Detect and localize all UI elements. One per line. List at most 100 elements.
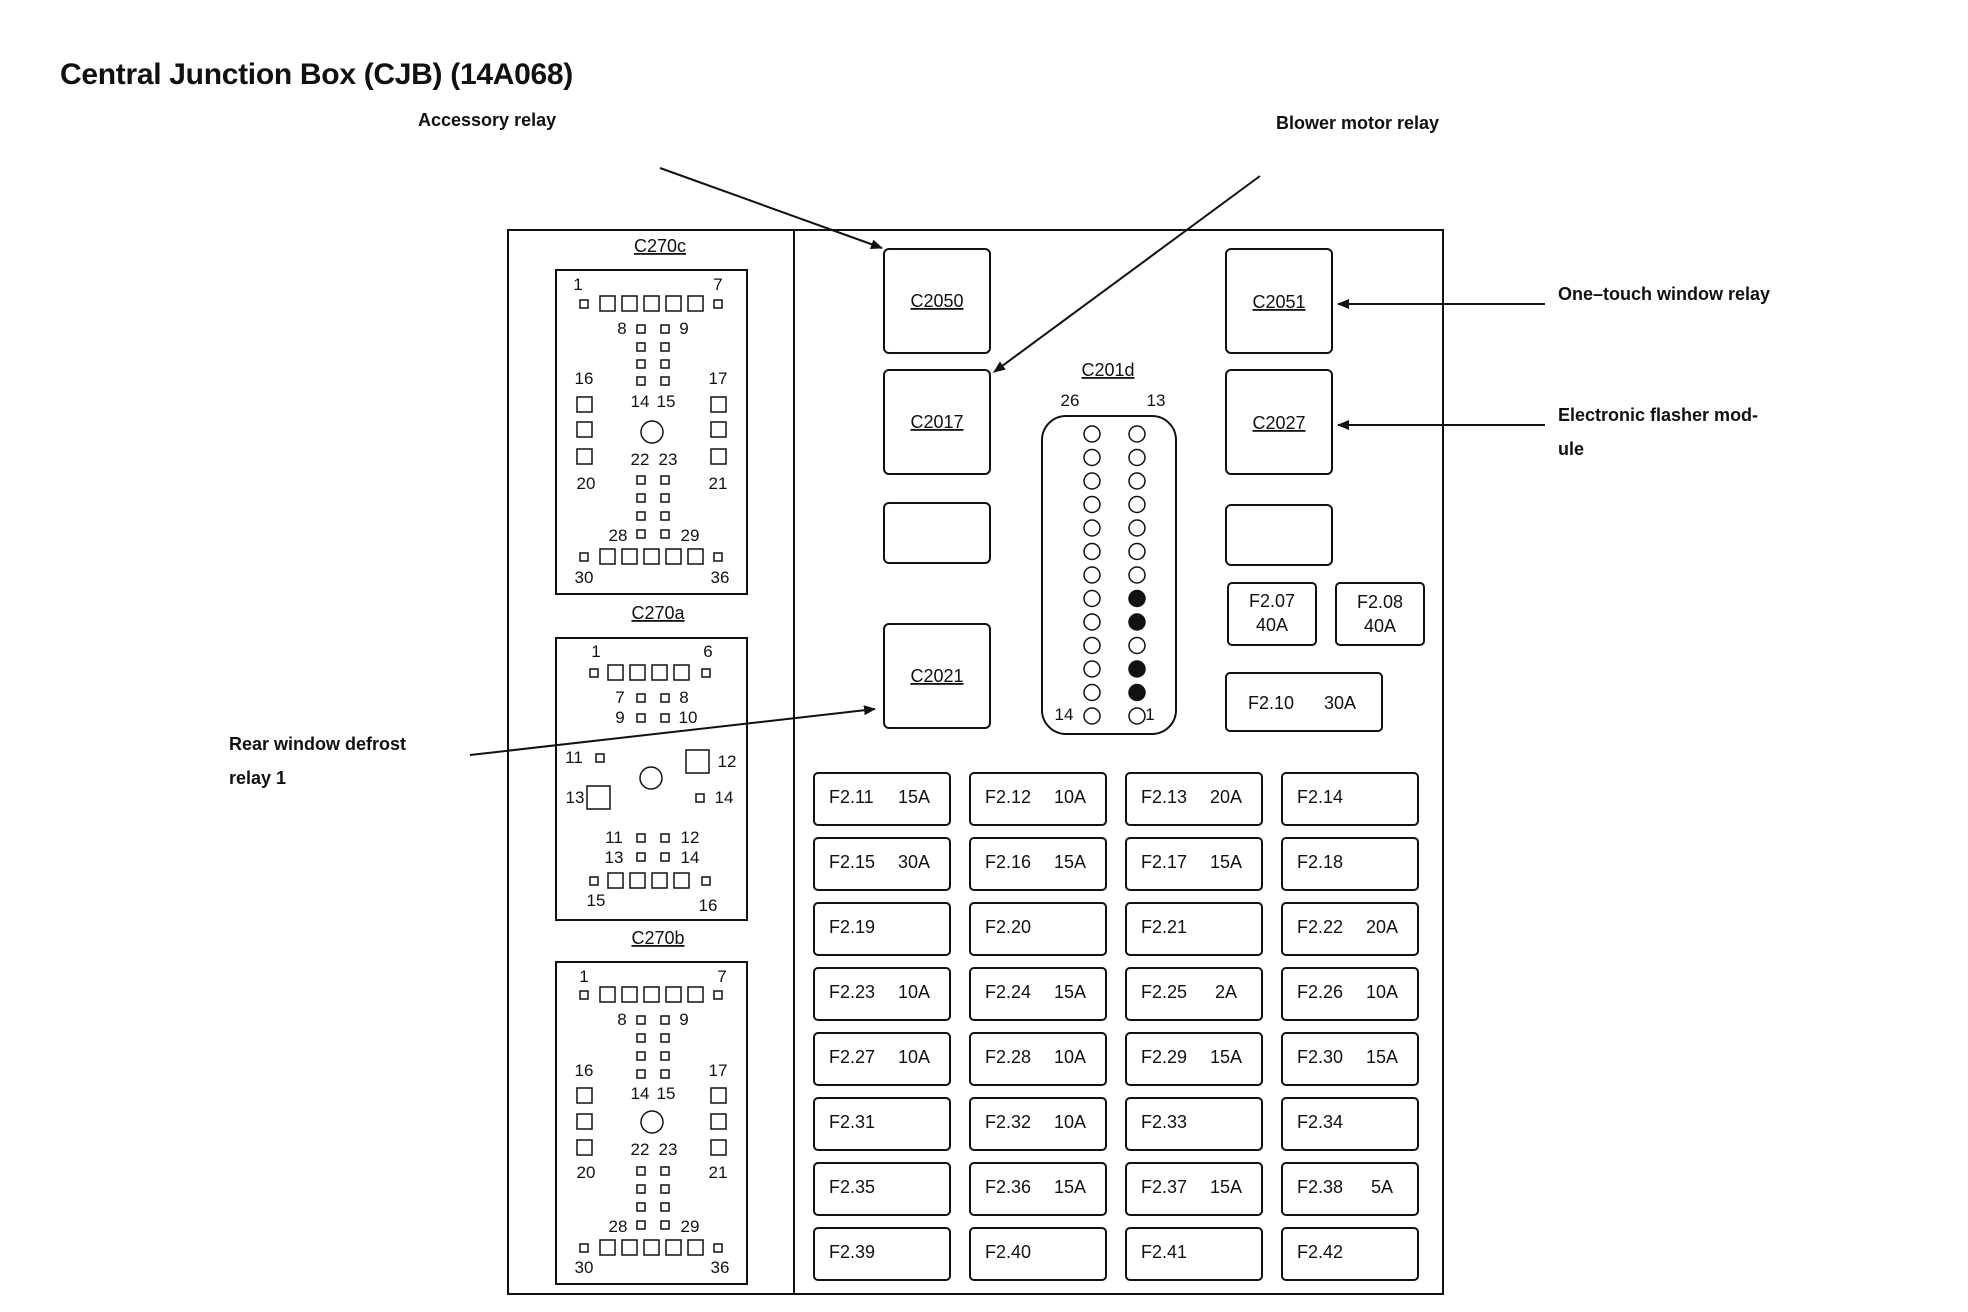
callout-accessory-relay: Accessory relay — [418, 110, 557, 130]
c201d-pin — [1083, 448, 1101, 467]
c201d-pin — [1128, 542, 1146, 561]
fuse-id: F2.21 — [1141, 917, 1187, 937]
fuse-rating: 15A — [898, 787, 930, 807]
fuse-rating: 20A — [1210, 787, 1242, 807]
svg-text:C2021: C2021 — [910, 666, 963, 686]
fuse-rating: 10A — [1366, 982, 1398, 1002]
fuse-cell: F2.33 — [1125, 1097, 1263, 1151]
c201d-pin — [1083, 613, 1101, 631]
fuse-rating: 15A — [1210, 852, 1242, 872]
svg-text:28: 28 — [609, 1217, 628, 1236]
svg-text:14: 14 — [631, 392, 650, 411]
fuse-cell: F2.15 30A — [813, 837, 951, 891]
fuse-rating: 15A — [1210, 1177, 1242, 1197]
fuse-cell: F2.35 — [813, 1162, 951, 1216]
fuse-rating: 10A — [1054, 1047, 1086, 1067]
svg-text:F2.08: F2.08 — [1357, 592, 1403, 612]
c201d-pin — [1083, 566, 1101, 584]
connector-c270b: C270b 1 7 8 9 16 17 14 15 22 23 20 21 — [555, 928, 748, 1285]
fuse-id: F2.41 — [1141, 1242, 1187, 1262]
svg-text:16: 16 — [575, 1061, 594, 1080]
callout-rear-window-defrost-relay: Rear window defrost relay 1 — [229, 727, 469, 795]
svg-text:28: 28 — [609, 526, 628, 545]
svg-text:30A: 30A — [1324, 693, 1356, 713]
fuse-id: F2.33 — [1141, 1112, 1187, 1132]
leader-lines — [469, 167, 1545, 756]
connector-label: C270c — [634, 236, 686, 256]
fuse-cell: F2.39 — [813, 1227, 951, 1281]
callout-electronic-flasher-module: Electronic flasher mod- ule — [1558, 398, 1798, 466]
c201d-pin-grid — [1083, 425, 1146, 725]
svg-text:22: 22 — [631, 450, 650, 469]
c201d-pin — [1083, 660, 1101, 678]
fuse-id: F2.20 — [985, 917, 1031, 937]
fuse-rating: 15A — [1366, 1047, 1398, 1067]
svg-text:7: 7 — [717, 967, 726, 986]
connector-c201d: C201d 26 13 14 1 — [1041, 360, 1177, 735]
fuse-id: F2.22 — [1297, 917, 1343, 937]
svg-text:30: 30 — [575, 1258, 594, 1277]
svg-text:6: 6 — [703, 642, 712, 661]
fuse-cell: F2.31 — [813, 1097, 951, 1151]
fuse-id: F2.35 — [829, 1177, 875, 1197]
fuse-id: F2.40 — [985, 1242, 1031, 1262]
fuse-rating: 30A — [898, 852, 930, 872]
fuse-cell: F2.40 — [969, 1227, 1107, 1281]
callout-line: relay 1 — [229, 768, 287, 788]
fuse-f2-08: F2.08 40A — [1335, 582, 1425, 646]
svg-text:29: 29 — [681, 1217, 700, 1236]
fuse-cell: F2.20 — [969, 902, 1107, 956]
c201d-pin — [1128, 660, 1146, 678]
c201d-pin — [1128, 707, 1146, 725]
fuse-cell: F2.41 — [1125, 1227, 1263, 1281]
fuse-id: F2.15 — [829, 852, 875, 872]
c201d-pin — [1083, 519, 1101, 537]
fuse-rating: 10A — [1054, 787, 1086, 807]
svg-text:20: 20 — [577, 1163, 596, 1182]
svg-text:15: 15 — [587, 891, 606, 910]
svg-text:36: 36 — [711, 568, 730, 587]
fuse-id: F2.27 — [829, 1047, 875, 1067]
connector-label: C201d — [1081, 360, 1134, 380]
svg-text:26: 26 — [1061, 391, 1080, 410]
svg-text:23: 23 — [659, 450, 678, 469]
fuse-id: F2.32 — [985, 1112, 1031, 1132]
fuse-rating: 15A — [1054, 1177, 1086, 1197]
arrow-rear-window-defrost — [469, 705, 876, 756]
svg-text:36: 36 — [711, 1258, 730, 1277]
fuse-id: F2.28 — [985, 1047, 1031, 1067]
relay-c2050: C2050 — [883, 248, 991, 354]
svg-text:17: 17 — [709, 369, 728, 388]
fuse-id: F2.39 — [829, 1242, 875, 1262]
relay-c2021: C2021 — [883, 623, 991, 729]
fuse-cell: F2.28 10A — [969, 1032, 1107, 1086]
c201d-pin — [1083, 472, 1101, 490]
fuse-cell: F2.21 — [1125, 902, 1263, 956]
svg-text:16: 16 — [575, 369, 594, 388]
svg-text:17: 17 — [709, 1061, 728, 1080]
c201d-pin — [1128, 636, 1146, 655]
connector-label: C270b — [631, 928, 684, 948]
fuse-rating: 10A — [1054, 1112, 1086, 1132]
arrow-accessory-relay — [659, 167, 883, 249]
svg-text:15: 15 — [657, 392, 676, 411]
c201d-pin — [1128, 448, 1146, 467]
connector-label: C270a — [631, 603, 685, 623]
fuse-rating: 20A — [1366, 917, 1398, 937]
connector-c270a: C270a 1 6 7 8 9 10 11 12 13 14 11 12 13 … — [555, 603, 748, 921]
fuse-cell: F2.32 10A — [969, 1097, 1107, 1151]
fuse-cell: F2.19 — [813, 902, 951, 956]
c201d-pin — [1083, 683, 1101, 702]
svg-text:7: 7 — [615, 688, 624, 707]
fuse-id: F2.11 — [829, 787, 874, 807]
fuse-cell: F2.42 — [1281, 1227, 1419, 1281]
svg-text:8: 8 — [617, 1010, 626, 1029]
svg-text:12: 12 — [718, 752, 737, 771]
